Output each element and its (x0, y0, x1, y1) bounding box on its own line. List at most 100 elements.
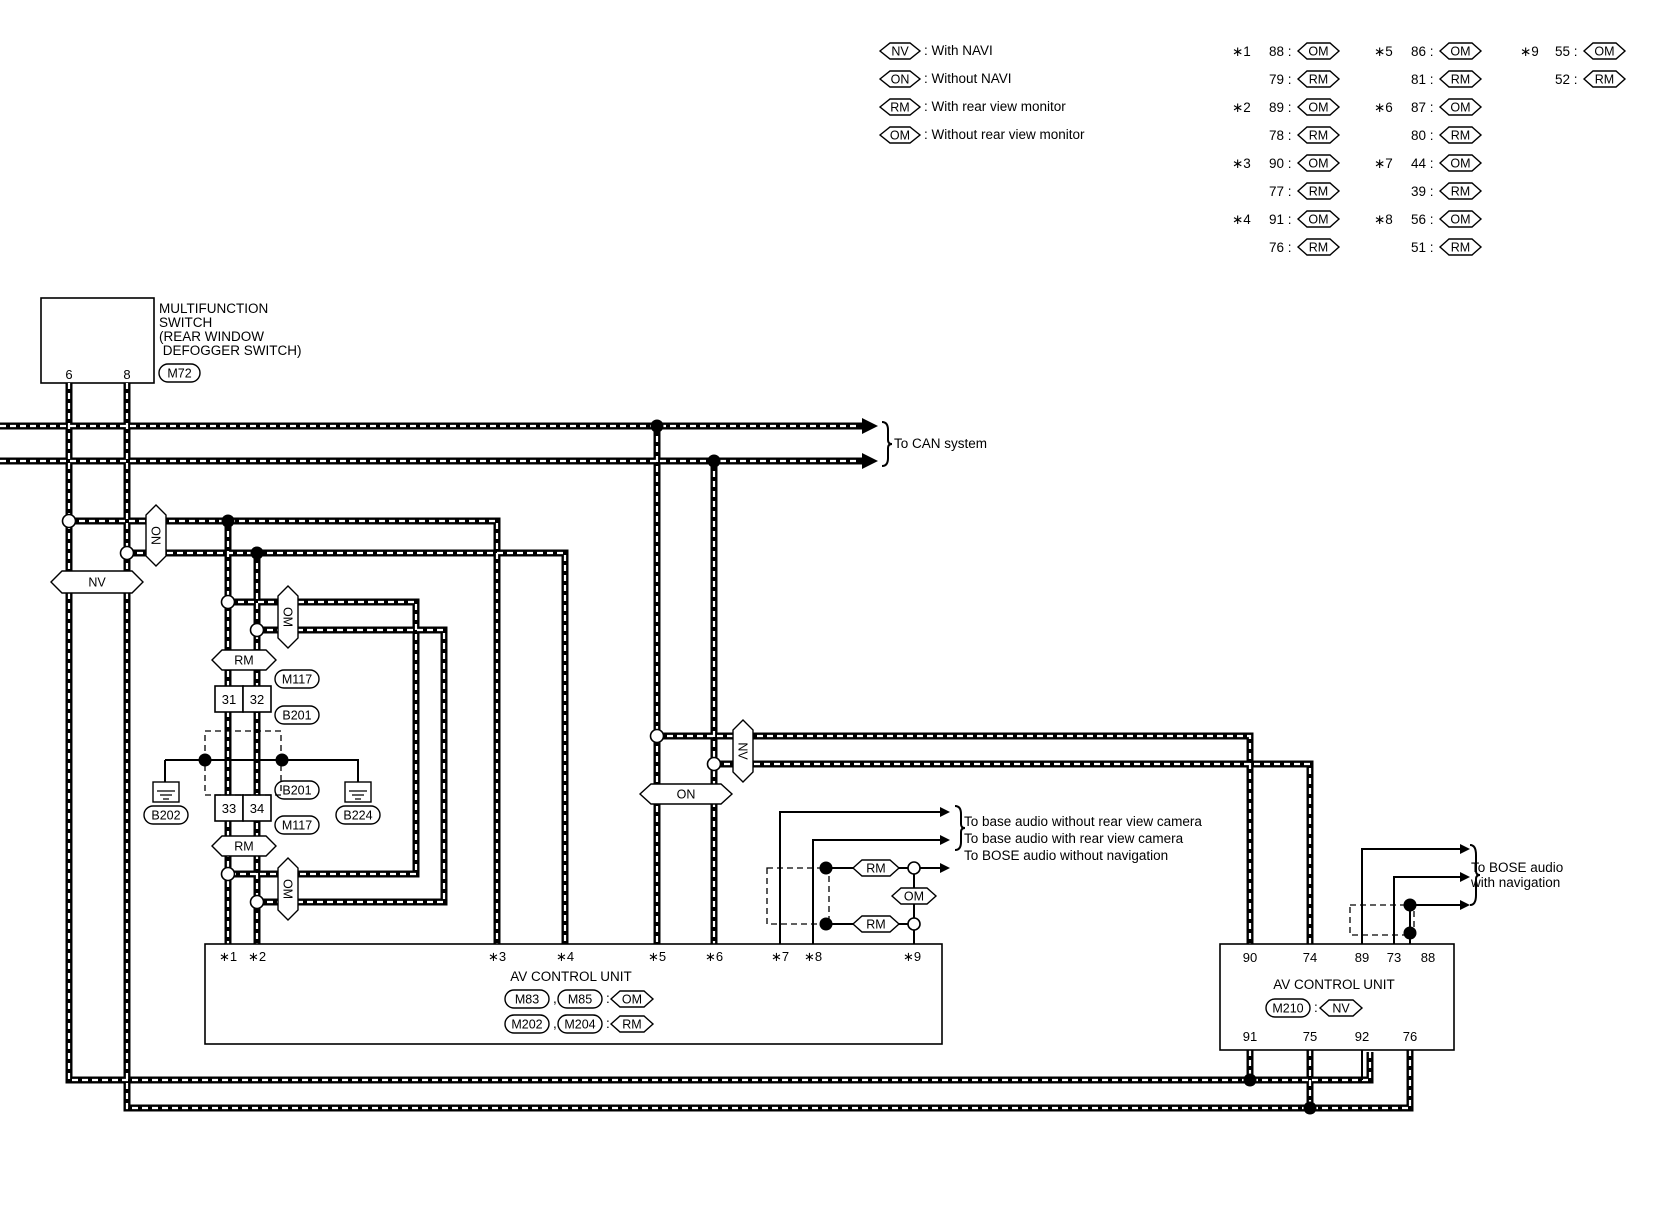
footnote-pin: 56 : (1411, 212, 1434, 227)
joint-connector: RM RM 31 32 33 34 M117 B201 B201 M117 B2… (143, 649, 381, 857)
footnote-9: ∗9 55 : OM 52 : RM (1520, 42, 1627, 88)
footnote-code: RM (1451, 73, 1470, 87)
av2-pin: 89 (1355, 950, 1369, 965)
footnote-pin: 51 : (1411, 240, 1434, 255)
av1-pin: ∗7 (771, 949, 789, 964)
footnote-pin: 81 : (1411, 72, 1434, 87)
svg-text:OM: OM (281, 879, 295, 899)
legend: NV : With NAVI ON : Without NAVI RM : Wi… (878, 42, 1085, 144)
av1-connector-id: M202 (511, 1018, 542, 1032)
av1-connector-id: M85 (568, 993, 592, 1007)
separator: , (553, 1016, 557, 1031)
footnote-code: RM (1451, 129, 1470, 143)
av2-pin: 73 (1387, 950, 1401, 965)
av1-pin: ∗8 (804, 949, 822, 964)
footnote-code: OM (1308, 101, 1328, 115)
footnote-pin: 80 : (1411, 128, 1434, 143)
footnote-code: RM (1309, 241, 1328, 255)
legend-item-rm: RM : With rear view monitor (878, 98, 1066, 116)
wires (0, 383, 1414, 1112)
av1-pin: ∗1 (219, 949, 237, 964)
ground-id: B202 (151, 809, 180, 823)
av2-title: AV CONTROL UNIT (1273, 977, 1395, 992)
tag-rm: RM (866, 918, 885, 932)
footnote-3: ∗3 90 : OM 77 : RM (1232, 154, 1341, 200)
tag-rm: RM (866, 862, 885, 876)
av1-connector-id: M83 (515, 993, 539, 1007)
footnote-mark: ∗6 (1374, 100, 1393, 115)
bose-label: To BOSE audio (1471, 860, 1563, 875)
av-control-unit-1: ∗1 ∗2 ∗3 ∗4 ∗5 ∗6 ∗7 ∗8 ∗9 AV CONTROL UN… (204, 943, 943, 1045)
joint-connector-id: M117 (282, 819, 312, 833)
footnote-5: ∗5 86 : OM 81 : RM (1374, 42, 1483, 88)
footnote-code: RM (1595, 73, 1614, 87)
ground-symbol-right: B224 (335, 781, 381, 825)
av1-code: OM (622, 993, 642, 1007)
footnote-code: OM (1308, 213, 1328, 227)
footnote-code: OM (1594, 45, 1614, 59)
footnote-2: ∗2 89 : OM 78 : RM (1232, 98, 1341, 144)
footnote-pin: 78 : (1269, 128, 1292, 143)
av2-code: NV (1332, 1002, 1350, 1016)
legend-desc: : Without NAVI (924, 71, 1012, 86)
switch-label-line: DEFOGGER SWITCH) (159, 343, 302, 358)
legend-desc: : With rear view monitor (924, 99, 1066, 114)
bose-label: with navigation (1470, 875, 1560, 890)
footnote-code: OM (1450, 213, 1470, 227)
splices (61, 419, 1317, 1115)
can-system-label: To CAN system (894, 436, 987, 451)
switch-connector-id: M72 (167, 367, 191, 381)
base-audio-label: To base audio with rear view camera (964, 831, 1184, 846)
footnote-code: RM (1309, 185, 1328, 199)
av2-pin: 74 (1303, 950, 1317, 965)
av1-pin: ∗2 (248, 949, 266, 964)
tag-nv: NV (50, 570, 144, 594)
footnote-code: RM (1309, 73, 1328, 87)
separator: : (606, 991, 610, 1006)
av2-connector-id: M210 (1272, 1002, 1303, 1016)
legend-code: NV (891, 45, 909, 59)
footnote-pin: 44 : (1411, 156, 1434, 171)
legend-desc: : Without rear view monitor (924, 127, 1085, 142)
footnote-code: OM (1308, 157, 1328, 171)
joint-pin: 34 (250, 801, 264, 816)
base-audio-label: To BOSE audio without navigation (964, 848, 1168, 863)
av1-pin: ∗9 (903, 949, 921, 964)
footnote-mark: ∗5 (1374, 44, 1393, 59)
joint-pin: 31 (222, 692, 236, 707)
tag-om-upper: OM (277, 585, 299, 649)
footnote-code: RM (1309, 129, 1328, 143)
legend-desc: : With NAVI (924, 43, 993, 58)
footnote-code: RM (1451, 185, 1470, 199)
separator: , (553, 991, 557, 1006)
legend-code: OM (890, 129, 910, 143)
av2-pin: 88 (1421, 950, 1435, 965)
ground-symbol-left: B202 (143, 781, 189, 825)
tag-rm-upper: RM (234, 654, 253, 668)
footnote-pin: 89 : (1269, 100, 1292, 115)
footnote-pin: 87 : (1411, 100, 1434, 115)
tag-om: OM (904, 890, 924, 904)
joint-connector-id: B201 (282, 784, 311, 798)
joint-pin: 33 (222, 801, 236, 816)
ground-id: B224 (343, 809, 372, 823)
legend-item-on: ON : Without NAVI (878, 70, 1012, 88)
legend-item-om: OM : Without rear view monitor (878, 126, 1085, 144)
footnote-mark: ∗8 (1374, 212, 1393, 227)
av2-pin: 76 (1403, 1029, 1417, 1044)
footnote-code: OM (1450, 157, 1470, 171)
footnote-mark: ∗9 (1520, 44, 1539, 59)
bose-audio-wiring: To BOSE audio with navigation (1349, 844, 1563, 944)
footnote-code: OM (1450, 101, 1470, 115)
legend-code: RM (890, 101, 909, 115)
footnote-code: OM (1450, 45, 1470, 59)
av1-pin: ∗5 (648, 949, 666, 964)
separator: : (606, 1016, 610, 1031)
svg-text:NV: NV (736, 742, 750, 760)
tag-rm-lower: RM (234, 840, 253, 854)
av1-pin: ∗4 (556, 949, 574, 964)
footnote-1: ∗1 88 : OM 79 : RM (1232, 42, 1341, 88)
av2-pin: 92 (1355, 1029, 1369, 1044)
footnote-pin: 55 : (1555, 44, 1578, 59)
footnote-mark: ∗2 (1232, 100, 1251, 115)
